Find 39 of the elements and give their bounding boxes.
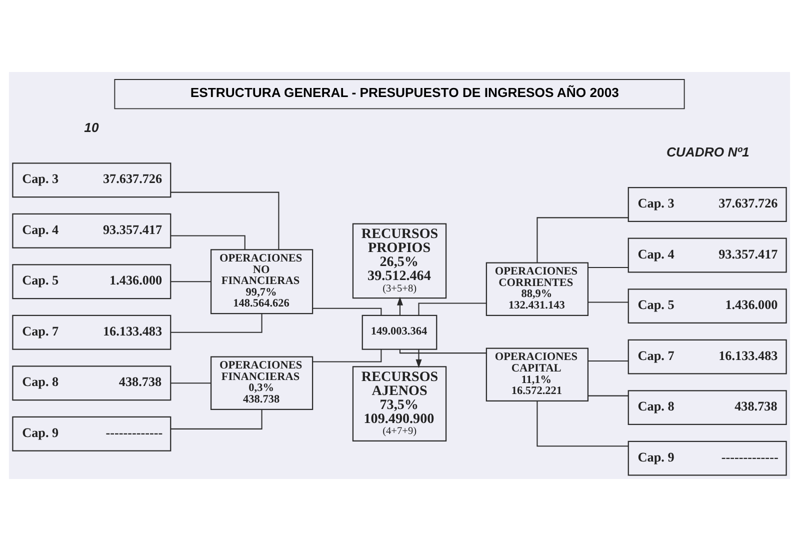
connector: [170, 280, 211, 282]
connector: [418, 302, 486, 315]
node-box: Cap. 3 37.637.726: [12, 162, 172, 198]
node-box: RECURSOS AJENOS 73,5% 109.490.900 (4+7+9): [352, 366, 447, 441]
node-box: OPERACIONES NO FINANCIERAS 99,7% 148.564.626: [210, 248, 314, 314]
node-box: Cap. 7 16.133.483: [12, 314, 172, 350]
connector: [399, 348, 486, 354]
connector: [588, 394, 628, 396]
label: 10: [84, 119, 99, 134]
connector: [312, 307, 382, 315]
node-box: Cap. 5 1.436.000: [628, 288, 787, 324]
arrow: [416, 348, 422, 368]
node-box: Cap. 7 16.133.483: [628, 338, 787, 374]
connector: [170, 409, 262, 429]
node-box: OPERACIONES CORRIENTES 88,9% 132.431.143: [486, 262, 589, 316]
connector: [536, 216, 628, 262]
label: CUADRO Nº1: [666, 144, 750, 159]
node-box: Cap. 8 438.738: [628, 390, 787, 425]
connector: [170, 382, 211, 384]
connector: [536, 400, 628, 446]
connector: [588, 301, 628, 302]
connector: [588, 360, 628, 362]
node-box: Cap. 4 93.357.417: [628, 237, 787, 272]
node-box: OPERACIONES CAPITAL 11,1% 16.572.221: [486, 347, 589, 402]
arrow: [396, 296, 403, 315]
connector: [170, 191, 280, 250]
node-box: Cap. 9 -------------: [628, 440, 787, 476]
node-box: Cap. 9 -------------: [12, 416, 172, 451]
node-box: OPERACIONES FINANCIERAS 0,3% 438.738: [210, 356, 314, 410]
node-box: 149.003.364: [362, 314, 438, 350]
node-box: Cap. 4 93.357.417: [12, 212, 172, 248]
diagram-title: ESTRUCTURA GENERAL - PRESUPUESTO DE INGRESOS AÑO 2003: [190, 84, 619, 100]
connector: [312, 348, 382, 362]
node-box: Cap. 8 438.738: [12, 365, 172, 400]
node-box: RECURSOS PROPIOS 26,5% 39.512.464 (3+5+8): [352, 222, 447, 298]
connector: [588, 266, 628, 268]
connector: [170, 313, 262, 332]
node-box: Cap. 3 37.637.726: [628, 186, 787, 222]
node-box: Cap. 5 1.436.000: [12, 264, 172, 299]
